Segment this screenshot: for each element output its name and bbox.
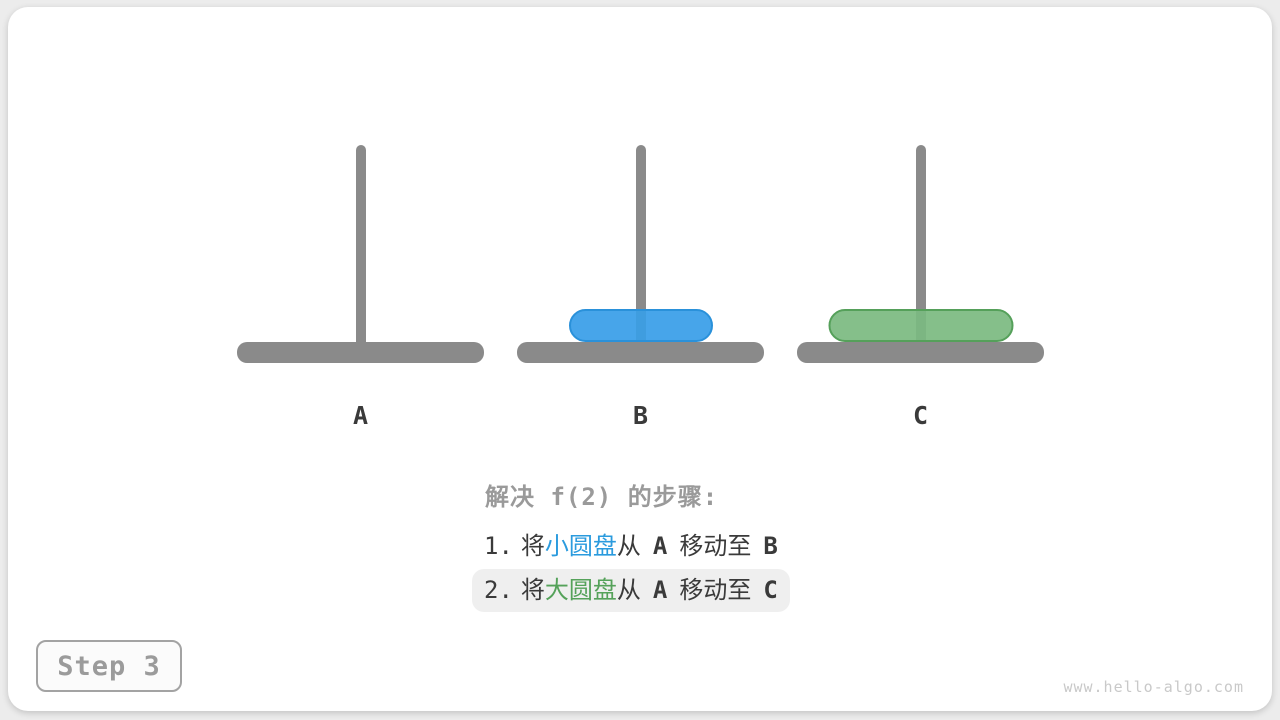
peg-c [797, 145, 1044, 363]
steps-title: 解决 f(2) 的步骤: [485, 483, 719, 511]
step-2-text-from: 从 [616, 576, 641, 604]
peg-a-base [237, 342, 484, 363]
step-2-number: 2. [484, 576, 513, 604]
step-1-disk-name: 小圆盘 [544, 532, 617, 560]
step-1-to-peg: B [763, 532, 778, 560]
peg-b [517, 145, 764, 363]
peg-b-pole [635, 145, 646, 353]
step-1-from-peg: A [652, 532, 668, 560]
peg-b-label: B [632, 401, 649, 430]
peg-a-label: A [352, 401, 369, 430]
step-2-text-move: 移动至 [679, 576, 752, 604]
step-badge: Step 3 [36, 640, 182, 692]
step-1-text: 将 [520, 532, 545, 560]
step-badge-label: Step 3 [57, 650, 161, 682]
small-disk [568, 309, 713, 342]
step-2-from-peg: A [652, 576, 668, 604]
step-1-text-from: 从 [616, 532, 641, 560]
watermark: www.hello-algo.com [1063, 678, 1244, 696]
peg-c-label: C [912, 401, 929, 430]
peg-c-pole [915, 145, 926, 353]
step-1-number: 1. [484, 532, 513, 560]
step-2-disk-name: 大圆盘 [544, 576, 617, 604]
peg-a [237, 145, 484, 363]
peg-c-base [797, 342, 1044, 363]
step-2-text: 将 [520, 576, 545, 604]
large-disk [828, 309, 1013, 342]
step-1-text-move: 移动至 [679, 532, 752, 560]
step-2-to-peg: C [763, 576, 778, 604]
peg-b-base [517, 342, 764, 363]
peg-a-pole [355, 145, 366, 353]
